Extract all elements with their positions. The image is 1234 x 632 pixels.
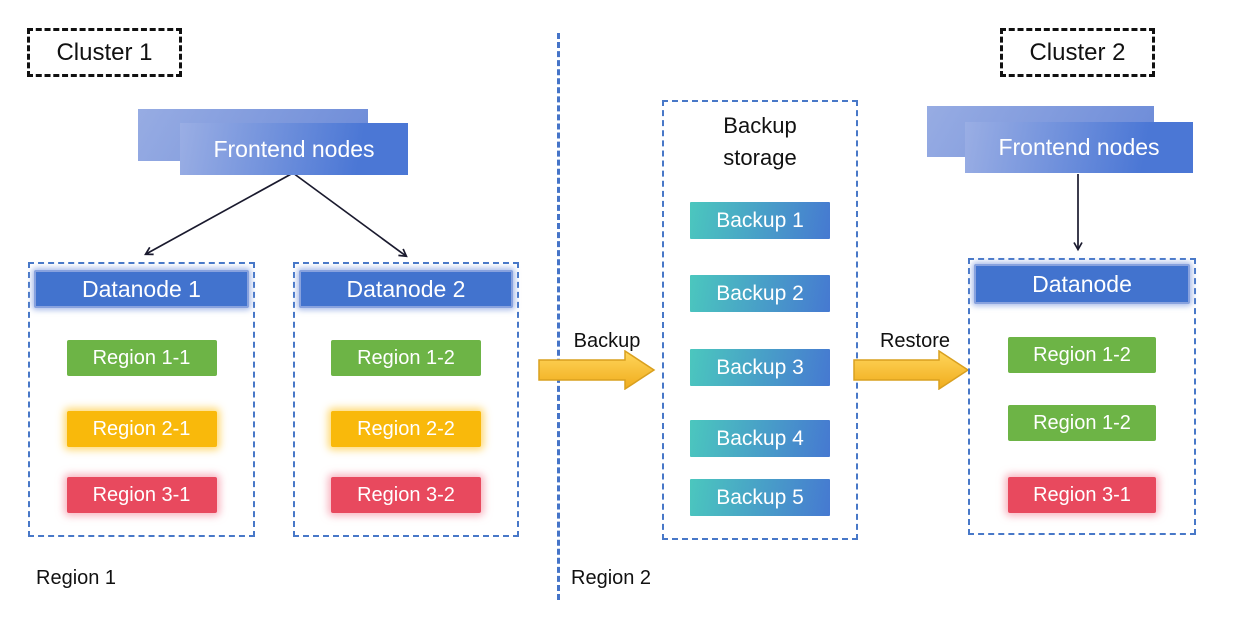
region-badge: Region 1-2 bbox=[1008, 405, 1156, 441]
region-badge: Region 2-1 bbox=[66, 411, 217, 447]
backup-item: Backup 1 bbox=[690, 202, 830, 239]
region-badge: Region 2-2 bbox=[331, 411, 481, 447]
frontend-nodes-box-right: Frontend nodes bbox=[965, 122, 1193, 173]
frontend-to-datanode1-arrow bbox=[144, 172, 294, 256]
restore-flow-arrow bbox=[853, 350, 970, 390]
region2-footer-label: Region 2 bbox=[571, 567, 652, 589]
region-separator-line bbox=[557, 33, 560, 600]
region-badge: Region 3-2 bbox=[331, 477, 481, 513]
region-badge: Region 3-1 bbox=[1008, 477, 1156, 513]
region-badge: Region 3-1 bbox=[66, 477, 217, 513]
frontend-nodes-label: Frontend nodes bbox=[213, 135, 375, 162]
backup-item: Backup 3 bbox=[690, 349, 830, 386]
restore-flow-label: Restore bbox=[879, 330, 951, 352]
cluster2-tag: Cluster 2 bbox=[1000, 28, 1155, 77]
frontend-nodes-box: Frontend nodes bbox=[180, 123, 408, 175]
datanode1-title: Datanode 1 bbox=[82, 275, 201, 302]
datanode2-title: Datanode 2 bbox=[346, 275, 466, 302]
datanode-right-title: Datanode bbox=[1032, 270, 1132, 297]
backup-item: Backup 2 bbox=[690, 275, 830, 312]
datanode2-box: Datanode 2 Region 1-2 Region 2-2 Region … bbox=[293, 262, 519, 537]
datanode-right-box: Datanode Region 1-2 Region 1-2 Region 3-… bbox=[968, 258, 1196, 535]
datanode-right-header: Datanode bbox=[974, 264, 1190, 304]
cluster1-tag: Cluster 1 bbox=[27, 28, 182, 77]
region-badge: Region 1-1 bbox=[66, 340, 217, 376]
backup-item: Backup 4 bbox=[690, 420, 830, 457]
region1-footer-label: Region 1 bbox=[36, 567, 117, 589]
cluster2-label: Cluster 2 bbox=[1029, 38, 1126, 66]
backup-storage-box: Backup storage Backup 1 Backup 2 Backup … bbox=[662, 100, 858, 540]
region-badge: Region 1-2 bbox=[1008, 337, 1156, 373]
backup-item: Backup 5 bbox=[690, 479, 830, 516]
datanode2-header: Datanode 2 bbox=[299, 270, 513, 308]
region-badge: Region 1-2 bbox=[331, 340, 481, 376]
backup-flow-arrow bbox=[538, 350, 656, 390]
datanode1-header: Datanode 1 bbox=[34, 270, 249, 308]
backup-flow-label: Backup bbox=[573, 330, 641, 352]
frontend-to-datanode2-arrow bbox=[292, 172, 408, 258]
frontend-nodes-right-label: Frontend nodes bbox=[998, 134, 1160, 160]
datanode1-box: Datanode 1 Region 1-1 Region 2-1 Region … bbox=[28, 262, 255, 537]
cluster1-label: Cluster 1 bbox=[56, 38, 153, 66]
backup-storage-title: Backup storage bbox=[723, 113, 797, 170]
